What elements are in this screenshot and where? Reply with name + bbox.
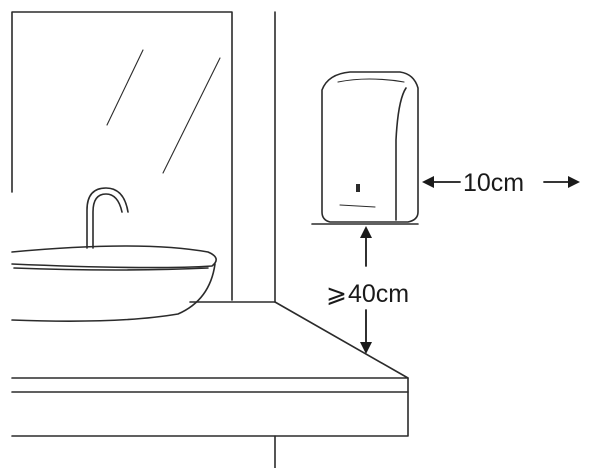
arrow-left-icon	[422, 176, 434, 188]
dryer-side-panel	[395, 87, 407, 221]
countertop	[11, 301, 409, 468]
arrow-right-icon	[568, 176, 580, 188]
mirror-reflection-line-2	[162, 57, 221, 174]
min-height-label: 40cm	[348, 280, 409, 308]
mirror-frame	[11, 11, 233, 301]
dryer-vent	[339, 204, 376, 208]
arrow-up-icon	[360, 226, 372, 238]
cabinet-front	[11, 391, 409, 437]
height-dimension: ⩾ 40cm	[326, 226, 409, 354]
min-height-symbol: ⩾	[326, 280, 347, 308]
sensor-icon	[356, 184, 360, 192]
basin	[11, 245, 217, 322]
dryer-top-curve	[337, 78, 405, 83]
dryer-body	[321, 71, 419, 223]
basin-rim	[11, 245, 217, 269]
basin-rim-inner	[13, 267, 209, 271]
wall-recess	[189, 11, 276, 303]
side-clearance-dimension: 10cm	[422, 169, 580, 197]
side-clearance-label: 10cm	[463, 169, 524, 197]
basin-bowl	[11, 263, 216, 322]
faucet	[86, 187, 129, 249]
arrow-down-icon	[360, 342, 372, 354]
hand-dryer	[311, 71, 419, 225]
mirror-reflection-line	[106, 49, 144, 126]
countertop-front	[11, 377, 409, 393]
countertop-top	[11, 301, 409, 379]
mirror	[11, 11, 233, 301]
